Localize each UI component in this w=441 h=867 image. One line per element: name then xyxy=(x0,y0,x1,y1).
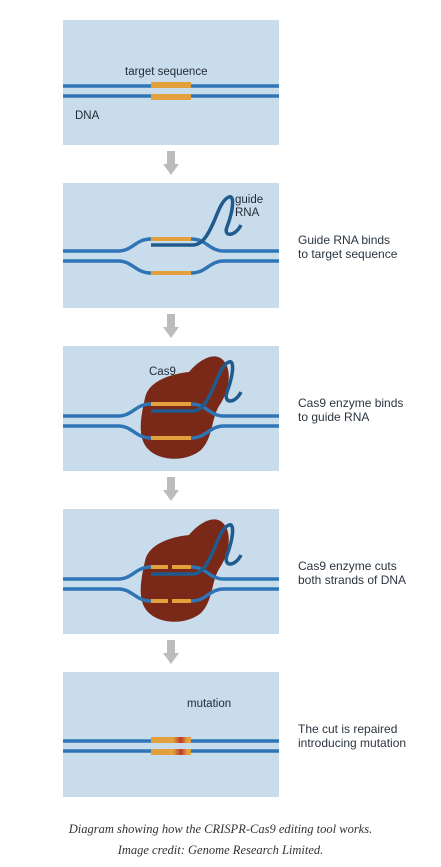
cas9-label: Cas9 xyxy=(149,366,176,378)
step-3-description: Cas9 enzyme binds to guide RNA xyxy=(298,396,404,424)
target-sequence-label: target sequence xyxy=(125,66,208,78)
guide-rna xyxy=(151,195,243,247)
step-5-description: The cut is repaired introducing mutation xyxy=(298,722,407,750)
panel-4-cas9-cuts xyxy=(63,509,279,634)
step-4-description: Cas9 enzyme cuts both strands of DNA xyxy=(298,559,407,587)
dna-strands xyxy=(63,82,279,100)
down-arrow-icon xyxy=(163,640,179,664)
guide-rna xyxy=(151,523,243,576)
dna-repaired xyxy=(63,737,279,755)
cas9-complex xyxy=(63,356,279,459)
guide-rna xyxy=(151,360,243,413)
target-strand-bottom xyxy=(151,271,191,275)
target-strand-top xyxy=(151,237,191,241)
cut-bottom xyxy=(168,598,172,604)
panel-1-dna: target sequence DNA xyxy=(63,20,279,145)
caption-line-1: Diagram showing how the CRISPR-Cas9 edit… xyxy=(68,822,373,836)
panel-2-guide-rna: guide RNA xyxy=(63,183,279,308)
dna-label: DNA xyxy=(75,110,100,122)
down-arrow-icon xyxy=(163,477,179,501)
cas9-cut-complex xyxy=(63,519,279,622)
caption-line-2: Image credit: Genome Research Limited. xyxy=(117,843,324,857)
down-arrow-icon xyxy=(163,314,179,338)
cas9-enzyme xyxy=(140,519,229,622)
cut-top xyxy=(168,564,172,570)
panel-5-repaired: mutation xyxy=(63,672,279,797)
dna-unwound xyxy=(63,195,279,275)
down-arrow-icon xyxy=(163,151,179,175)
guide-rna-label: guide RNA xyxy=(235,194,264,219)
panel-3-cas9-binds: Cas9 xyxy=(63,346,279,471)
mutation-label: mutation xyxy=(187,698,232,710)
step-2-description: Guide RNA binds to target sequence xyxy=(298,233,398,261)
